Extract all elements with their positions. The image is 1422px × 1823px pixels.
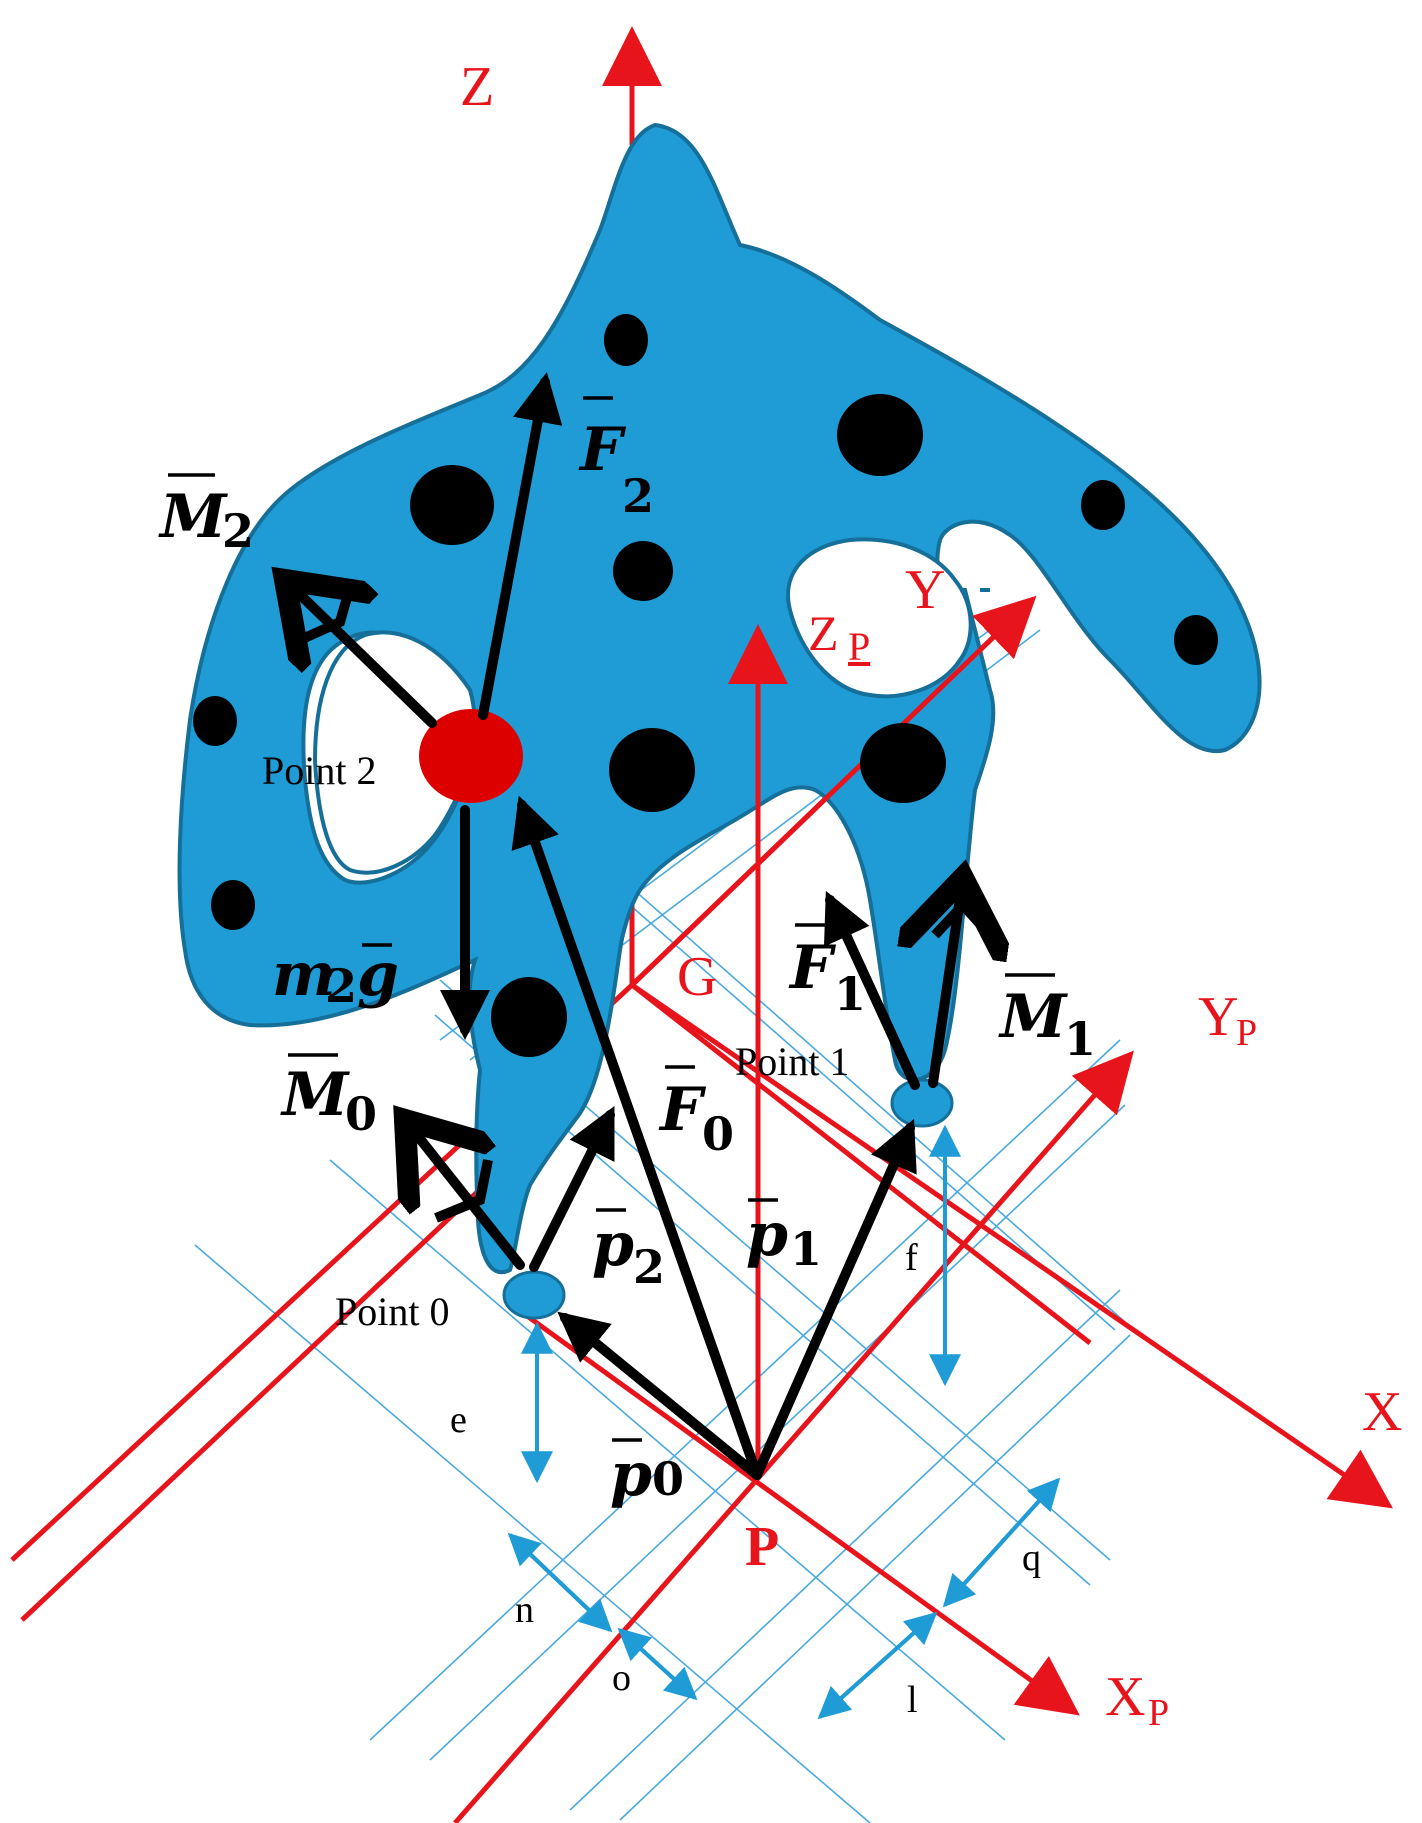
p2-arrow	[511, 795, 762, 1480]
g-label: G	[677, 946, 717, 1008]
y-label: Y	[905, 559, 945, 621]
m0-label-sub: 0	[345, 1087, 377, 1141]
dimension-arrows	[507, 1124, 1061, 1720]
dim-f-label: f	[905, 1237, 918, 1279]
mg-label-g: g	[357, 940, 399, 1010]
zp-label-sub: P	[848, 624, 870, 669]
body-hole-right	[786, 537, 973, 699]
f0-label: F	[658, 1075, 707, 1145]
xp-axis	[503, 1297, 1080, 1716]
mass-dots	[193, 314, 1218, 1057]
m2-label: M	[158, 482, 228, 552]
dim-n-label: n	[515, 1589, 534, 1631]
xp-label: X	[1105, 1666, 1145, 1728]
yp-axis	[453, 1050, 1134, 1823]
yp-label-sub: P	[1236, 1012, 1257, 1054]
point1-label: Point 1	[735, 1039, 849, 1084]
p0-label-sub: 0	[652, 1452, 684, 1506]
p0-label: p	[610, 1440, 652, 1510]
x-label: X	[1362, 1381, 1402, 1443]
m0-label: M	[280, 1060, 350, 1130]
m2-arrow	[285, 580, 437, 728]
mg-label-sub: 2	[325, 959, 357, 1013]
f0-label-sub: 0	[702, 1107, 734, 1161]
f1-arrow	[823, 890, 920, 1090]
dim-e-label: e	[450, 1399, 467, 1441]
f1-label: F	[788, 933, 837, 1003]
yp-label: Y	[1198, 986, 1238, 1048]
point2-marker	[419, 709, 523, 803]
z-label: Z	[460, 56, 494, 118]
f2-arrow	[478, 372, 563, 720]
m2-label-sub: 2	[222, 504, 254, 558]
m0-arrow	[405, 1120, 525, 1270]
dim-o-label: o	[612, 1657, 631, 1699]
point0-label: Point 0	[335, 1289, 449, 1334]
mg-label-m: m	[272, 940, 336, 1010]
m1-label: M	[998, 982, 1068, 1052]
f2-label: F	[578, 415, 627, 485]
p1-label-sub: 1	[790, 1222, 822, 1276]
dim-l-label: l	[907, 1679, 918, 1721]
moment-chevrons	[297, 578, 994, 1223]
point0-marker	[502, 1270, 566, 1320]
point1-marker	[890, 1078, 954, 1128]
p-label: P	[745, 1516, 779, 1578]
f0-arrow	[529, 1106, 615, 1272]
p2-label: p	[592, 1210, 634, 1280]
f1-label-sub: 1	[834, 967, 866, 1021]
p1-label: p	[746, 1200, 788, 1270]
y-axis-front	[630, 595, 1037, 987]
zp-label: Z	[808, 605, 839, 661]
f2-label-sub: 2	[622, 469, 654, 523]
xp-label-sub: P	[1148, 1692, 1169, 1734]
p1-arrow	[752, 1118, 917, 1480]
m1-label-sub: 1	[1064, 1012, 1096, 1066]
x-axis-front	[630, 983, 1092, 1345]
p2-label-sub: 2	[633, 1240, 665, 1294]
dim-q-label: q	[1022, 1537, 1041, 1579]
vectors	[285, 372, 963, 1480]
point2-label: Point 2	[262, 748, 376, 793]
p0-arrow	[557, 1311, 762, 1480]
